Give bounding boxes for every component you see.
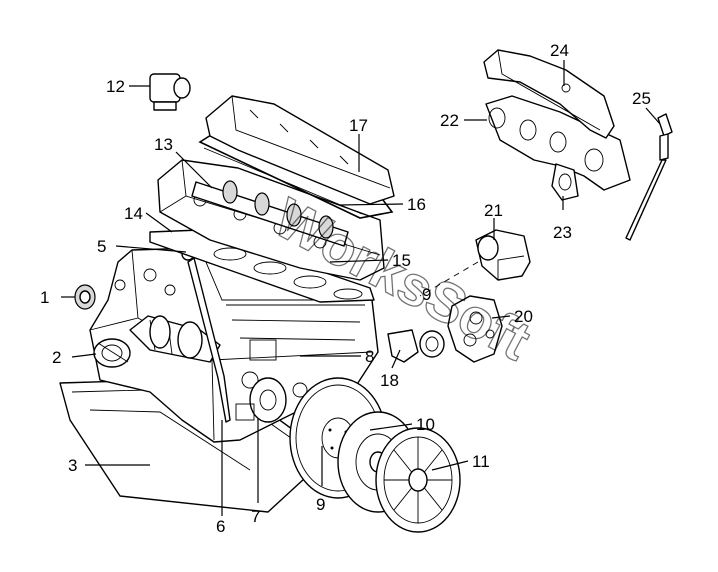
label-5: 5: [97, 237, 106, 256]
label-24: 24: [550, 41, 569, 60]
label-16: 16: [407, 195, 426, 214]
label-7: 7: [251, 507, 260, 526]
label-21: 21: [484, 201, 503, 220]
label-1: 1: [40, 288, 49, 307]
thermostat-housing: [387, 329, 445, 363]
leader-lines: [61, 60, 661, 516]
label-9-thermostat: 9: [422, 285, 431, 304]
label-9-flywheel: 9: [316, 495, 325, 514]
label-18: 18: [380, 371, 399, 390]
coolant-housing: [419, 229, 531, 297]
label-25: 25: [632, 89, 651, 108]
idle-control-valve: [149, 73, 191, 111]
front-pulley: [93, 338, 131, 368]
label-17: 17: [349, 116, 368, 135]
label-20: 20: [514, 307, 533, 326]
label-2: 2: [52, 348, 61, 367]
crankshaft: [129, 315, 221, 363]
label-14: 14: [124, 204, 143, 223]
part-labels: 1 2 3 5 6 7 8 9 9 10 11 12 13 14 15 16 1…: [40, 41, 651, 536]
exhaust-manifold: [485, 95, 631, 191]
crank-seal: [74, 284, 96, 310]
label-10: 10: [416, 415, 435, 434]
pressure-plate: [375, 427, 461, 533]
water-pump: [447, 295, 503, 363]
label-12: 12: [106, 77, 125, 96]
label-8: 8: [365, 347, 374, 366]
label-23: 23: [553, 223, 572, 242]
label-22: 22: [440, 111, 459, 130]
manifold-gasket: [551, 163, 579, 201]
label-11: 11: [472, 452, 490, 471]
heat-shield: [483, 49, 615, 139]
label-13: 13: [154, 135, 173, 154]
rear-seal-housing: [235, 377, 287, 423]
valve-cover: [205, 95, 395, 205]
oxygen-sensor: [625, 113, 673, 241]
camshaft: [191, 180, 349, 247]
label-6: 6: [216, 517, 225, 536]
label-3: 3: [68, 456, 77, 475]
label-15: 15: [392, 251, 411, 270]
